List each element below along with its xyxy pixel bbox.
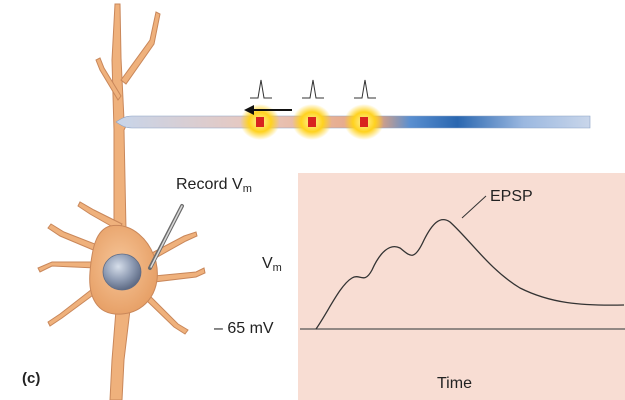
pulse-core [256, 117, 264, 127]
vm-text: V [262, 255, 273, 272]
dendrite [77, 201, 123, 231]
spike-icon [302, 79, 324, 99]
record-subscript: m [242, 183, 252, 195]
electrode-icon [148, 204, 184, 270]
dendrite [37, 261, 97, 273]
spike-icons [250, 79, 376, 99]
dendrite [145, 295, 189, 335]
x-axis-label: Time [437, 375, 472, 392]
apical-branch [95, 57, 122, 101]
epsp-label: EPSP [490, 188, 533, 205]
nucleus [102, 253, 142, 291]
record-vm-label: Record Vm [176, 176, 252, 195]
apical-branch [120, 11, 161, 85]
graph-panel [298, 173, 625, 400]
record-text: Record V [176, 176, 243, 193]
dendrite [153, 267, 206, 283]
neuron [37, 3, 206, 400]
resting-potential-label: – 65 mV [214, 320, 274, 337]
pulse-core [308, 117, 316, 127]
y-axis-label: Vm [262, 255, 282, 274]
spike-icon [354, 79, 376, 99]
epsp-trace [315, 218, 625, 330]
panel-label: (c) [22, 370, 41, 387]
spike-icon [250, 79, 272, 99]
axon-stem [109, 309, 131, 400]
arrow-left-icon [244, 105, 292, 115]
pulse-core [360, 117, 368, 127]
epsp-pointer [461, 195, 487, 219]
dendrite [47, 223, 101, 253]
vm-subscript: m [272, 262, 282, 274]
